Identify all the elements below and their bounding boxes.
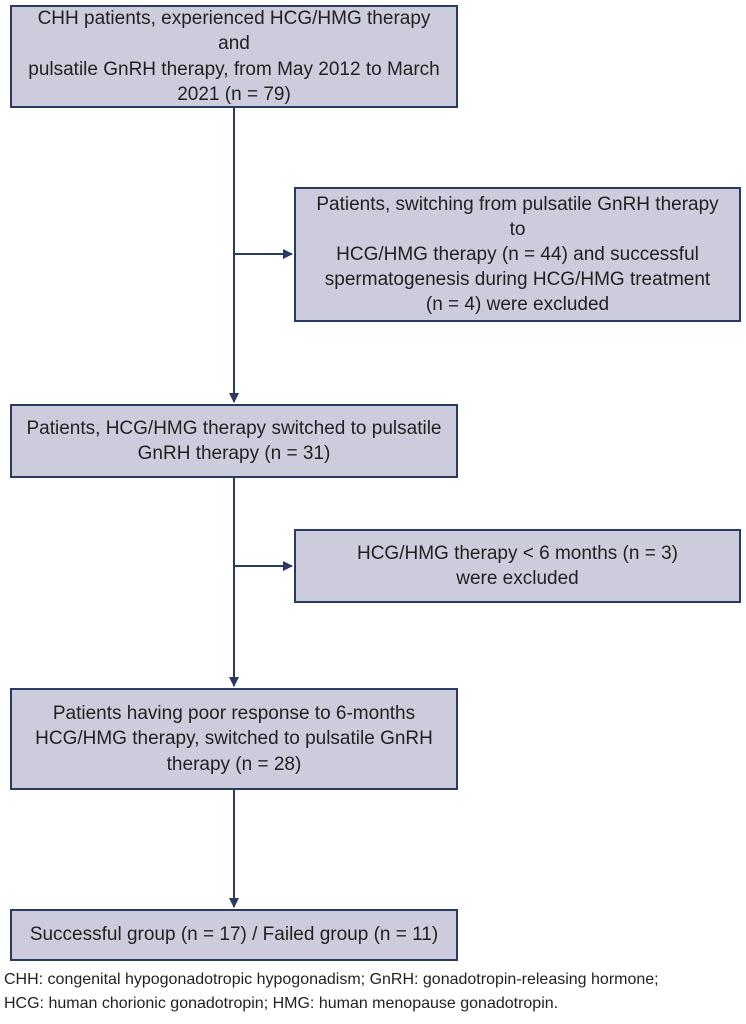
outcome-box-text: Successful group (n = 17) / Failed group… bbox=[29, 924, 439, 946]
exclusion-box-1-text: Patients, switching from pulsatile GnRH … bbox=[316, 193, 719, 316]
footnote: CHH: congenital hypogonadotropic hypogon… bbox=[4, 971, 659, 1012]
switched-box: Patients, HCG/HMG therapy switched to pu… bbox=[10, 404, 458, 478]
poor-response-box-text: Patients having poor response to 6-month… bbox=[35, 703, 433, 775]
exclusion-box-1: Patients, switching from pulsatile GnRH … bbox=[294, 187, 741, 322]
start-box: CHH patients, experienced HCG/HMG therap… bbox=[10, 5, 458, 108]
switched-box-text: Patients, HCG/HMG therapy switched to pu… bbox=[26, 417, 442, 464]
poor-response-box: Patients having poor response to 6-month… bbox=[10, 688, 458, 790]
outcome-box: Successful group (n = 17) / Failed group… bbox=[10, 909, 458, 961]
exclusion-box-2-text: HCG/HMG therapy < 6 months (n = 3) were … bbox=[356, 542, 678, 589]
start-box-text: CHH patients, experienced HCG/HMG therap… bbox=[28, 8, 440, 105]
exclusion-box-2: HCG/HMG therapy < 6 months (n = 3) were … bbox=[294, 529, 741, 603]
